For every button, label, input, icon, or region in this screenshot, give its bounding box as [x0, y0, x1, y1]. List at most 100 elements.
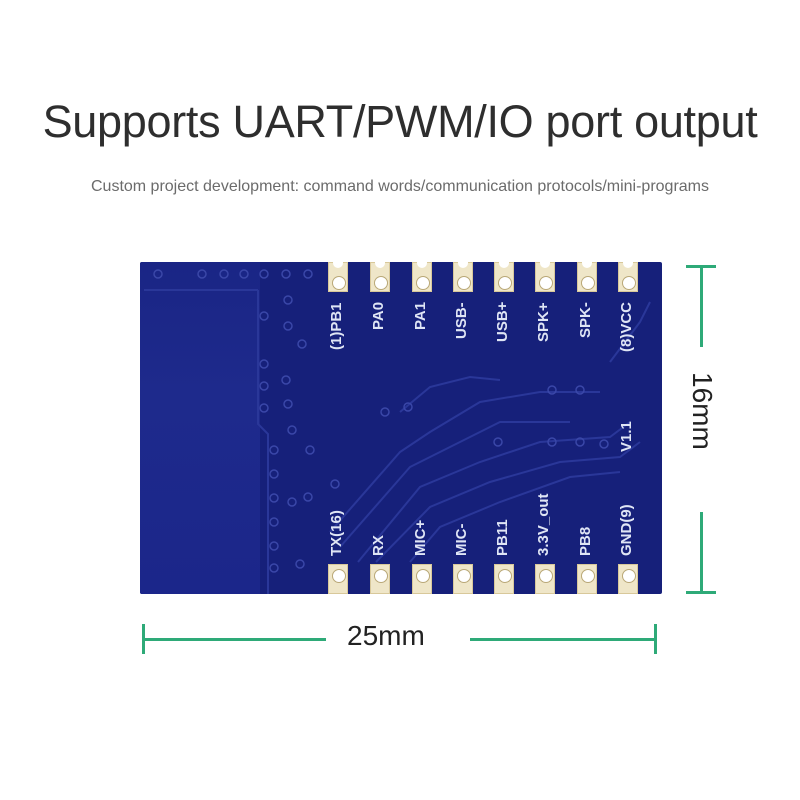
height-dim-bottom-tick — [686, 591, 716, 594]
via — [269, 445, 279, 455]
height-dim-top-line — [700, 265, 703, 347]
via — [303, 492, 313, 502]
pin-label-vcc: (8)VCC — [618, 302, 635, 353]
pcb-traces — [144, 269, 651, 594]
trace-3 — [357, 421, 631, 563]
via — [297, 339, 307, 349]
pad-hole — [539, 276, 553, 290]
height-dimension-label: 16mm — [687, 372, 718, 450]
pad-top-4 — [453, 262, 473, 292]
trace-4 — [375, 441, 641, 563]
via — [153, 269, 163, 279]
pin-label-spk-plus: SPK+ — [535, 302, 552, 342]
pin-label-3v3-out: 3.3V_out — [535, 493, 552, 556]
via — [269, 469, 279, 479]
pin-label-spk-minus: SPK- — [577, 302, 594, 338]
pad-hole — [498, 276, 512, 290]
pin-label-usb-plus: USB+ — [494, 302, 511, 343]
pin-label-rx: RX — [370, 535, 387, 556]
pad-hole — [332, 569, 346, 583]
pad-hole — [581, 569, 595, 583]
width-dim-right-line — [470, 638, 656, 641]
via — [575, 437, 585, 447]
via — [287, 497, 297, 507]
pcb-module-board: (1)PB1 PA0 PA1 USB- USB+ SPK+ SPK- (8)VC… — [140, 262, 662, 594]
pad-top-3 — [412, 262, 432, 292]
via — [493, 437, 503, 447]
pin-label-mic-plus: MIC+ — [412, 519, 429, 556]
via — [269, 517, 279, 527]
via — [259, 403, 269, 413]
pad-bottom-15 — [370, 564, 390, 594]
via — [305, 445, 315, 455]
pin-label-gnd: GND(9) — [618, 504, 635, 556]
pad-hole — [457, 569, 471, 583]
pad-hole — [622, 276, 636, 290]
via — [283, 321, 293, 331]
via — [547, 437, 557, 447]
via — [219, 269, 229, 279]
via — [295, 559, 305, 569]
pin-label-pa0: PA0 — [370, 302, 387, 331]
via — [269, 563, 279, 573]
pad-bottom-9 — [618, 564, 638, 594]
width-dim-right-tick — [654, 624, 657, 654]
via — [259, 381, 269, 391]
trace-6 — [399, 375, 501, 413]
pad-bottom-11 — [535, 564, 555, 594]
pad-top-7 — [577, 262, 597, 292]
pin-label-mic-minus: MIC- — [453, 523, 470, 557]
pad-top-2 — [370, 262, 390, 292]
pad-hole — [416, 569, 430, 583]
via — [259, 311, 269, 321]
width-dim-left-line — [142, 638, 326, 641]
pad-hole — [332, 276, 346, 290]
pin-label-pb8: PB8 — [577, 526, 594, 556]
pad-top-5 — [494, 262, 514, 292]
pad-hole — [374, 276, 388, 290]
pad-bottom-10 — [577, 564, 597, 594]
via — [287, 425, 297, 435]
via — [575, 385, 585, 395]
via — [239, 269, 249, 279]
width-dimension-label: 25mm — [347, 620, 425, 651]
pad-bottom-13 — [453, 564, 473, 594]
via — [269, 541, 279, 551]
trace-5 — [409, 471, 621, 563]
pad-hole — [374, 569, 388, 583]
pad-bottom-14 — [412, 564, 432, 594]
pad-top-1 — [328, 262, 348, 292]
via — [259, 269, 269, 279]
via — [403, 402, 413, 412]
pad-top-8 — [618, 262, 638, 292]
board-version: V1.1 — [618, 421, 635, 452]
trace-1 — [329, 391, 600, 533]
via — [380, 407, 390, 417]
via — [283, 295, 293, 305]
via — [330, 479, 340, 489]
via — [269, 493, 279, 503]
pad-bottom-12 — [494, 564, 514, 594]
pin-label-tx: TX(16) — [328, 510, 345, 556]
pin-label-usb-minus: USB- — [453, 302, 470, 339]
pad-hole — [498, 569, 512, 583]
pin-label-pa1: PA1 — [412, 302, 429, 331]
pad-hole — [457, 276, 471, 290]
via — [197, 269, 207, 279]
pad-hole — [622, 569, 636, 583]
trace-7 — [609, 301, 651, 363]
ground-plane-area — [140, 262, 260, 594]
via — [281, 269, 291, 279]
via — [599, 439, 609, 449]
pad-hole — [581, 276, 595, 290]
via — [547, 385, 557, 395]
pad-top-6 — [535, 262, 555, 292]
height-dim-bottom-line — [700, 512, 703, 594]
via — [259, 359, 269, 369]
pin-label-pb1: (1)PB1 — [328, 302, 345, 350]
page-title: Supports UART/PWM/IO port output — [42, 96, 758, 147]
pad-hole — [416, 276, 430, 290]
page-subtitle: Custom project development: command word… — [90, 178, 710, 195]
pad-hole — [539, 569, 553, 583]
via — [281, 375, 291, 385]
